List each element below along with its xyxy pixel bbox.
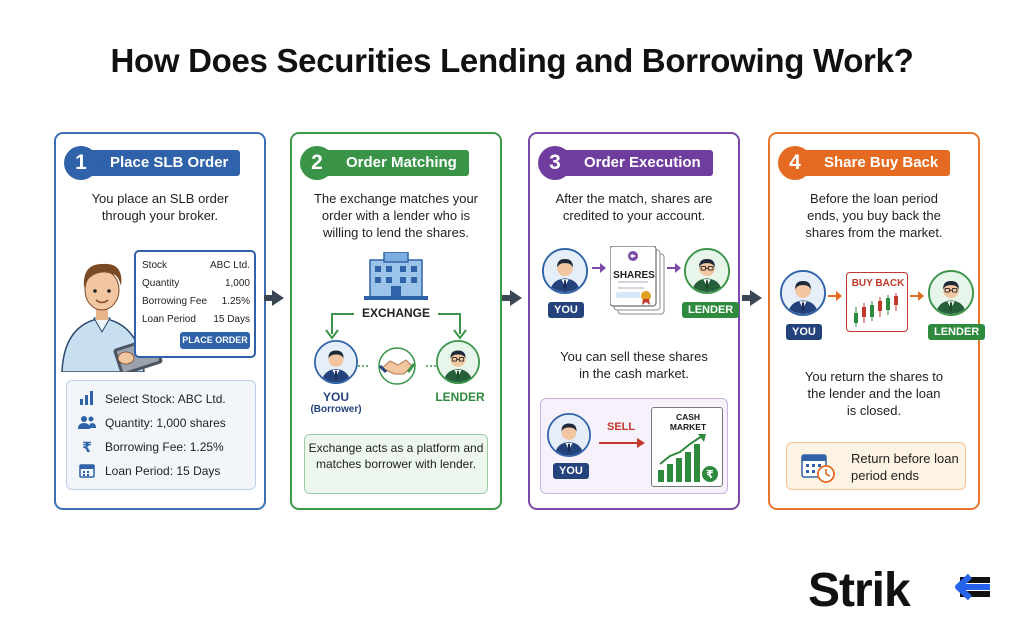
return-before-note: Return before loan period ends <box>786 442 966 490</box>
growth-chart-icon: ₹ <box>658 434 718 482</box>
order-row-stock: Stock ABC Ltd. <box>142 260 250 271</box>
arrow-right-icon <box>910 291 924 301</box>
order-row-borrowing-fee: Borrowing Fee 1.25% <box>142 296 250 307</box>
lender-label: LENDER <box>435 390 485 404</box>
you-avatar <box>780 270 826 316</box>
step-4-number: 4 <box>778 146 812 180</box>
order-summary-box: Select Stock: ABC Ltd. Quantity: 1,000 s… <box>66 380 256 490</box>
step-3-desc-2: You can sell these shares in the cash ma… <box>560 349 708 381</box>
order-row-loan-period: Loan Period 15 Days <box>142 314 250 325</box>
lender-tag: LENDER <box>928 324 986 340</box>
place-order-button[interactable]: PLACE ORDER <box>180 332 250 349</box>
sell-in-cash-market-box: YOU SELL CASH MARKET ₹ <box>540 398 728 494</box>
summary-quantity: Quantity: 1,000 shares <box>77 414 226 432</box>
svg-text:Strik: Strik <box>808 564 911 616</box>
users-icon <box>77 415 97 432</box>
you-avatar <box>547 413 591 457</box>
bar-chart-icon <box>77 390 97 408</box>
shares-label: SHARES <box>613 270 655 281</box>
step-1-card: 1 Place SLB Order You place an SLB order… <box>54 132 266 510</box>
step-4-title: Share Buy Back <box>798 150 951 176</box>
borrower-label-group: YOU (Borrower) <box>306 390 366 415</box>
slb-order-form: Stock ABC Ltd. Quantity 1,000 Borrowing … <box>134 250 256 358</box>
sell-arrow-icon <box>599 438 645 448</box>
arrow-right-icon <box>667 263 681 273</box>
step-2-title: Order Matching <box>320 150 469 176</box>
lender-tag: LENDER <box>682 302 740 318</box>
step-4-desc: Before the loan period ends, you buy bac… <box>805 191 943 240</box>
calendar-icon <box>77 462 97 481</box>
return-before-text: Return before loan period ends <box>851 451 959 483</box>
step-4-desc-2: You return the shares to the lender and … <box>804 369 944 418</box>
step-2-desc: The exchange matches your order with a l… <box>313 191 479 240</box>
borrower-avatar <box>314 340 358 384</box>
step-2-card: 2 Order Matching The exchange matches yo… <box>290 132 502 510</box>
buy-back-label: BUY BACK <box>851 278 905 289</box>
step-4-card: 4 Share Buy Back Before the loan period … <box>768 132 986 510</box>
borrower-label: (Borrower) <box>310 404 362 415</box>
summary-borrowing-fee: ₹ Borrowing Fee: 1.25% <box>77 438 224 456</box>
strike-logo: Strik <box>808 560 998 617</box>
step-3-title: Order Execution <box>558 150 713 176</box>
step-1-number: 1 <box>64 146 98 180</box>
summary-loan-period: Loan Period: 15 Days <box>77 462 220 480</box>
step-3-desc: After the match, shares are credited to … <box>555 191 713 223</box>
strike-logo-mark: Strik <box>808 564 990 617</box>
candlestick-chart-icon <box>854 293 898 327</box>
flow-arrow-2 <box>502 290 522 306</box>
handshake-icon <box>358 347 436 385</box>
step-1-desc: You place an SLB order through your brok… <box>91 191 229 223</box>
order-row-quantity: Quantity 1,000 <box>142 278 250 289</box>
buy-back-panel: BUY BACK <box>846 272 908 332</box>
cash-market-label: CASH MARKET <box>669 412 707 432</box>
exchange-label: EXCHANGE <box>361 306 430 320</box>
you-label: YOU <box>322 390 349 404</box>
you-tag: YOU <box>553 463 589 479</box>
exchange-note: Exchange acts as a platform and matches … <box>304 434 488 494</box>
exchange-connector-arrows <box>325 313 467 340</box>
you-tag: YOU <box>786 324 822 340</box>
step-3-number: 3 <box>538 146 572 180</box>
step-1-title: Place SLB Order <box>84 150 241 176</box>
rupee-icon: ₹ <box>82 438 92 455</box>
svg-text:₹: ₹ <box>706 468 714 481</box>
flow-arrow-1 <box>264 290 284 306</box>
step-2-number: 2 <box>300 146 334 180</box>
lender-avatar <box>436 340 480 384</box>
arrow-right-icon <box>592 263 606 273</box>
lender-avatar <box>928 270 974 316</box>
sell-label: SELL <box>607 421 636 433</box>
cash-market-panel: CASH MARKET ₹ <box>651 407 723 487</box>
exchange-building-icon <box>364 252 428 300</box>
summary-stock: Select Stock: ABC Ltd. <box>77 390 226 408</box>
lender-avatar <box>684 248 730 294</box>
page-title: How Does Securities Lending and Borrowin… <box>110 42 914 79</box>
share-certificate-icon <box>610 246 665 315</box>
step-3-card: 3 Order Execution After the match, share… <box>528 132 740 510</box>
calendar-clock-icon <box>801 454 835 483</box>
you-tag: YOU <box>548 302 584 318</box>
flow-arrow-3 <box>742 290 762 306</box>
arrow-right-icon <box>828 291 842 301</box>
you-avatar <box>542 248 588 294</box>
